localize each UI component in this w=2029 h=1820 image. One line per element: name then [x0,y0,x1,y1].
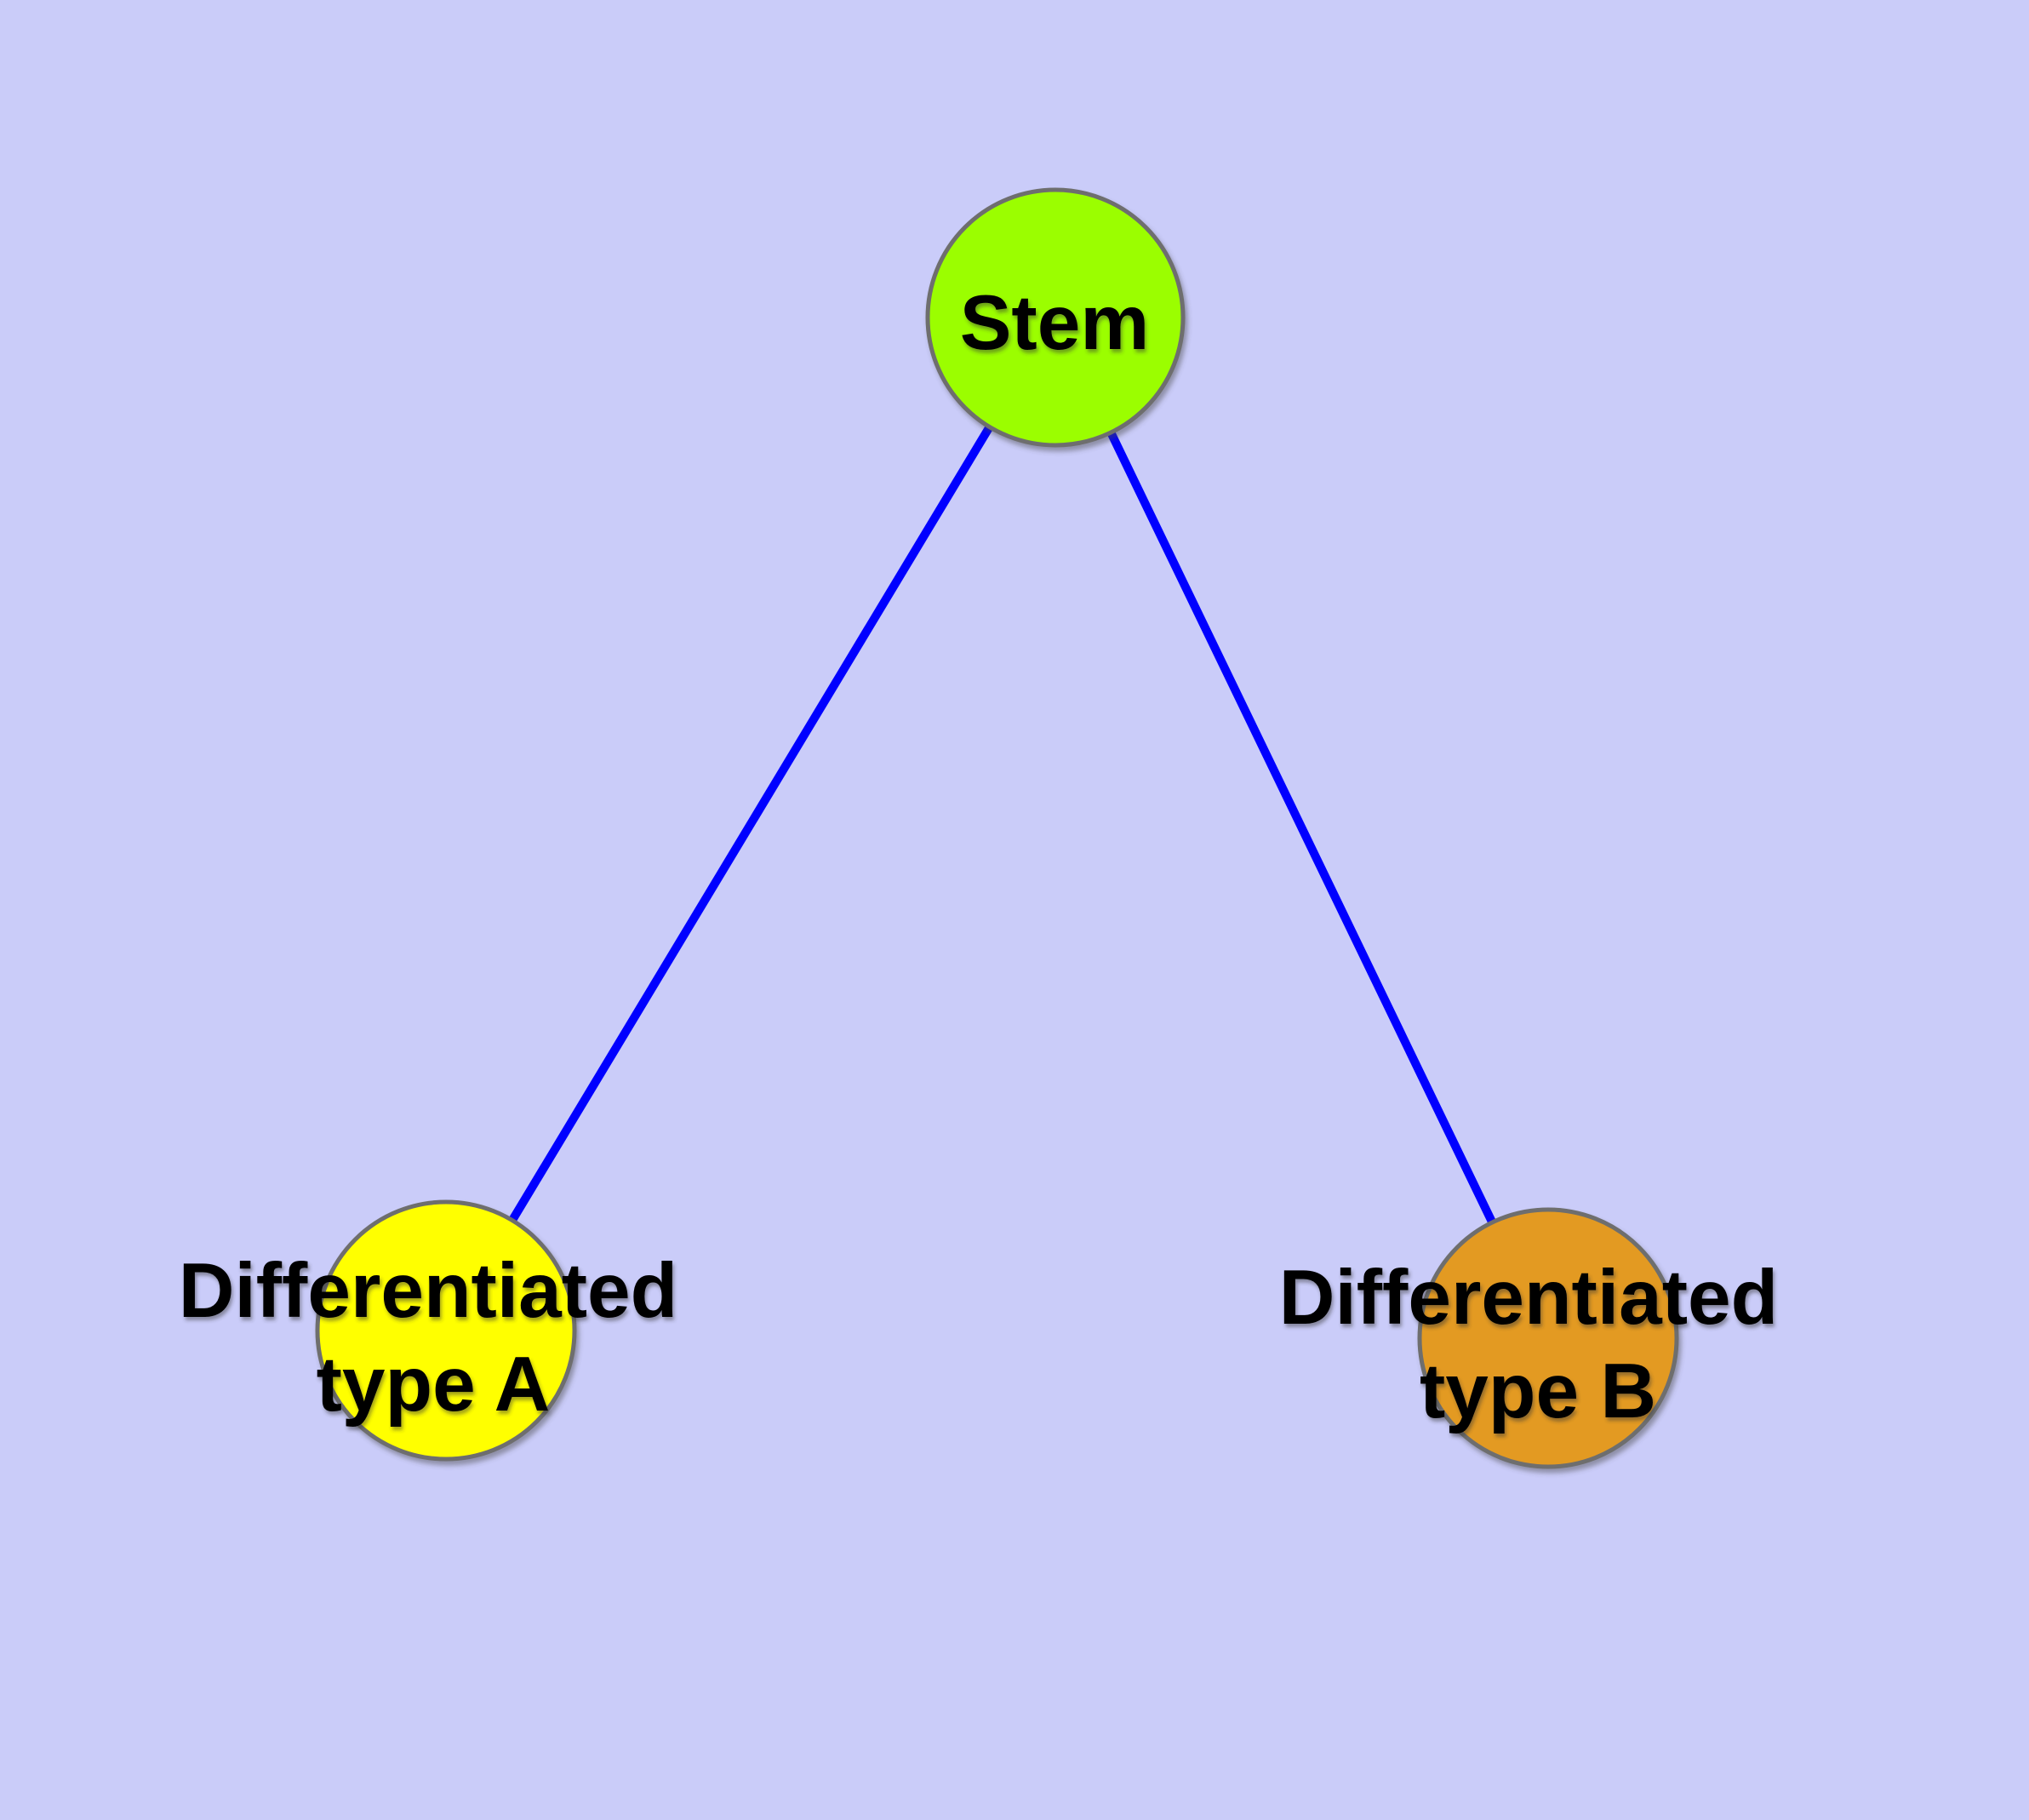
node-type-a [315,1199,577,1462]
node-type-b [1417,1207,1679,1469]
edge-stem-to-type-b [1051,315,1552,1341]
node-stem [925,187,1186,448]
node-stem-label: Stem [960,280,1150,366]
node-type-b-label-line1: Differentiated [1279,1255,1779,1341]
node-type-b-label-line2: type B [1420,1348,1656,1434]
node-type-a-label-line1: Differentiated [179,1248,678,1334]
edge-stem-to-type-a [442,315,1060,1333]
node-type-a-label-line2: type A [317,1342,551,1428]
